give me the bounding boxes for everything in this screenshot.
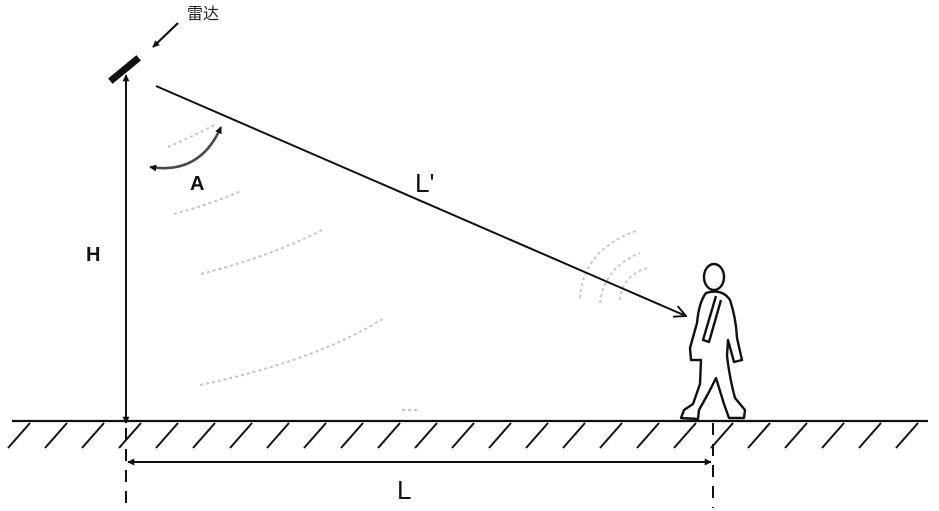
hatch-stroke xyxy=(747,422,771,449)
height-label: H xyxy=(86,244,101,266)
hatch-stroke xyxy=(599,422,623,449)
hatch-stroke xyxy=(44,422,68,449)
hatch-stroke xyxy=(895,422,919,449)
hatch-stroke xyxy=(821,422,845,449)
person-head xyxy=(702,262,726,292)
slant-distance-line xyxy=(155,85,686,316)
person-arm xyxy=(701,295,723,344)
ground-hatching xyxy=(7,422,919,449)
hatch-stroke xyxy=(673,422,697,449)
radar-label: 雷达 xyxy=(187,4,220,23)
person-wave-arcs xyxy=(579,230,649,304)
radar-wave-arcs xyxy=(167,123,420,411)
hatch-stroke xyxy=(562,422,586,449)
angle-label: A xyxy=(190,173,205,195)
slant-distance-label: L' xyxy=(415,168,435,198)
hatch-stroke xyxy=(229,422,253,449)
hatch-stroke xyxy=(414,422,438,449)
hatch-stroke xyxy=(118,422,142,449)
hatch-stroke xyxy=(858,422,882,449)
hatch-stroke xyxy=(7,422,31,449)
hatch-stroke xyxy=(784,422,808,449)
hatch-stroke xyxy=(155,422,179,449)
hatch-stroke xyxy=(451,422,475,449)
hatch-stroke xyxy=(81,422,105,449)
hatch-stroke xyxy=(488,422,512,449)
angle-arc xyxy=(149,126,223,172)
hatch-stroke xyxy=(340,422,364,449)
ground-distance-label: L xyxy=(397,475,412,505)
hatch-stroke xyxy=(192,422,216,449)
radar-device xyxy=(108,55,141,84)
radar-pointer-arrow xyxy=(152,22,179,48)
hatch-stroke xyxy=(525,422,549,449)
hatch-stroke xyxy=(303,422,327,449)
hatch-stroke xyxy=(710,422,734,449)
person-body xyxy=(679,290,747,421)
person-figure xyxy=(679,262,747,421)
hatch-stroke xyxy=(377,422,401,449)
hatch-stroke xyxy=(266,422,290,449)
hatch-stroke xyxy=(636,422,660,449)
